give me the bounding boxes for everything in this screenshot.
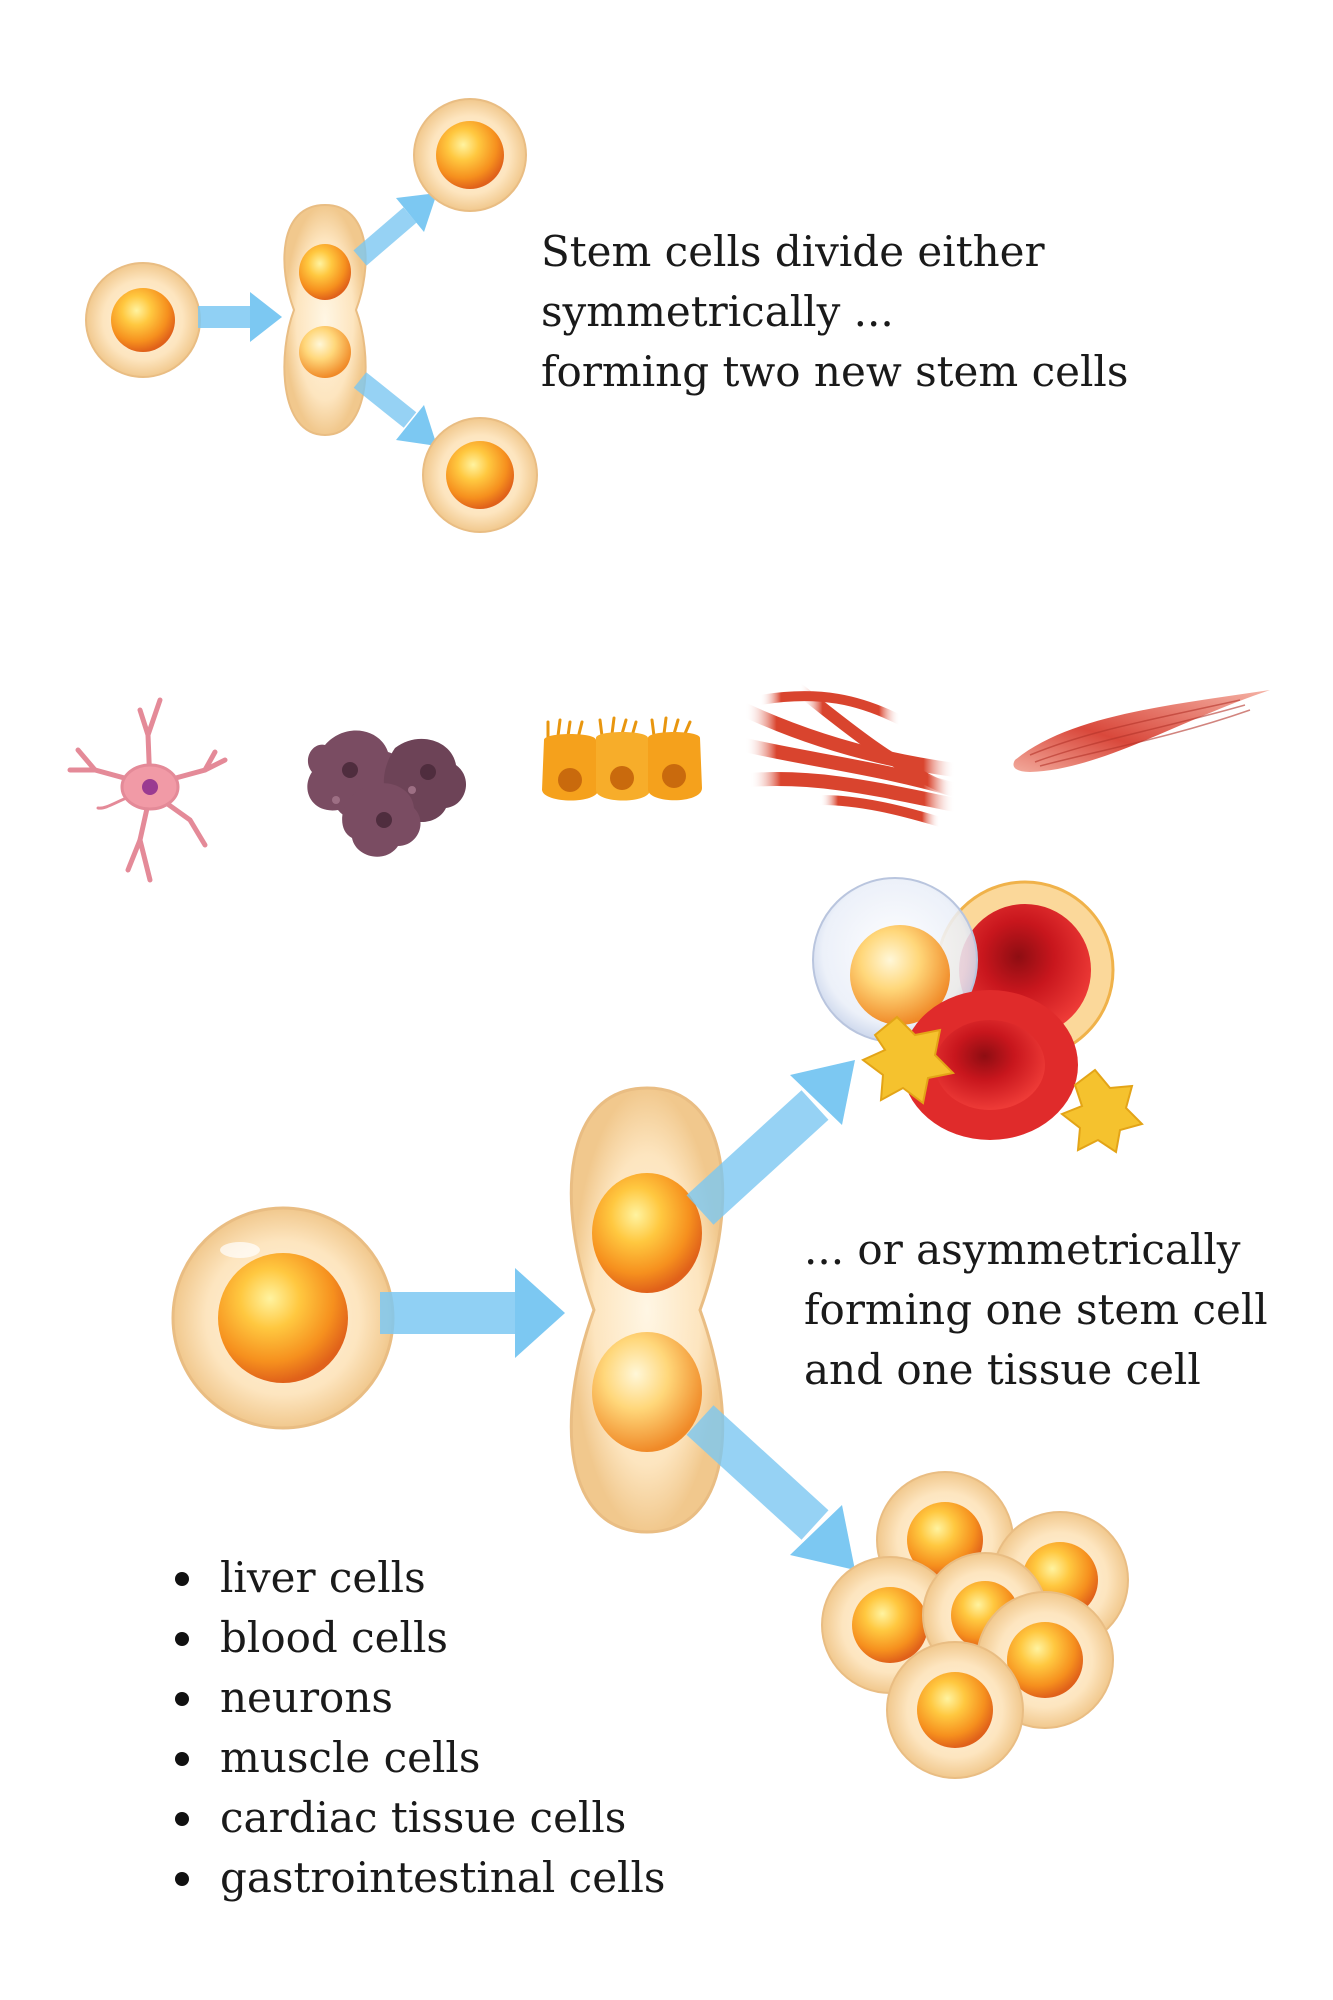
asymmetric-division (171, 877, 1144, 1779)
dividing-cell-top (283, 203, 367, 437)
arrow-bottom-divide (380, 1268, 565, 1358)
blood-cell-cluster (812, 877, 1144, 1154)
skeletal-muscle (1013, 690, 1270, 772)
symmetric-division-caption: Stem cells divide either symmetrically .… (541, 222, 1128, 402)
gastrointestinal-cells (542, 716, 702, 801)
stem-cell-top-source (85, 262, 201, 378)
liver-cells (307, 730, 467, 857)
list-item: neurons (174, 1668, 665, 1728)
arrow-bottom-lower-branch (686, 1405, 855, 1570)
cell-cluster (821, 1471, 1129, 1779)
symmetric-division (85, 98, 538, 533)
arrow-top-upper-branch (353, 193, 437, 266)
list-item: cardiac tissue cells (174, 1788, 665, 1848)
daughter-stem-cell-upper (413, 98, 527, 212)
arrow-top-divide (198, 292, 282, 342)
caption-line: symmetrically ... (541, 287, 894, 336)
dividing-cell-bottom (569, 1086, 725, 1534)
list-item: blood cells (174, 1608, 665, 1668)
list-item: muscle cells (174, 1728, 665, 1788)
cardiac-muscle-fibers (738, 684, 962, 827)
list-item: liver cells (174, 1548, 665, 1608)
tissue-cell-row (67, 684, 1270, 883)
daughter-stem-cell-lower (422, 417, 538, 533)
caption-line: forming two new stem cells (541, 347, 1129, 396)
arrow-top-lower-branch (353, 372, 437, 446)
caption-line: forming one stem cell (804, 1285, 1268, 1334)
caption-line: Stem cells divide either (541, 227, 1045, 276)
stem-cell-bottom-source (171, 1206, 395, 1430)
caption-line: and one tissue cell (804, 1345, 1201, 1394)
asymmetric-division-caption: ... or asymmetrically forming one stem c… (804, 1220, 1268, 1400)
tissue-cell-type-list: liver cells blood cells neurons muscle c… (170, 1548, 665, 1908)
caption-line: ... or asymmetrically (804, 1225, 1241, 1274)
arrow-bottom-upper-branch (686, 1060, 855, 1225)
list-item: gastrointestinal cells (174, 1848, 665, 1908)
neuron-cell (67, 697, 228, 883)
